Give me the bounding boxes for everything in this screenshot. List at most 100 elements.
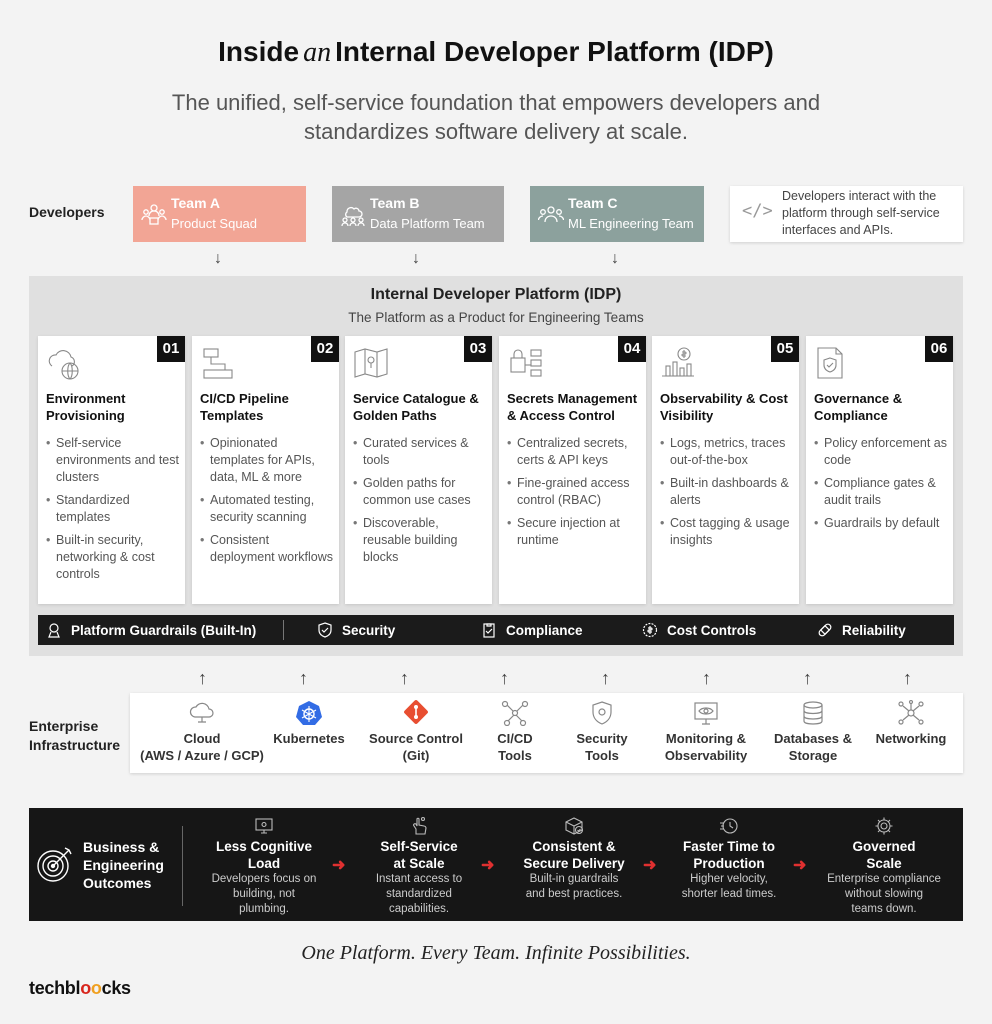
target-icon: [37, 847, 72, 882]
card-bullets: Opinionated templates for APIs, data, ML…: [200, 435, 334, 572]
card-bullet: Consistent deployment workflows: [200, 532, 334, 566]
guardrail-cost-controls: Cost Controls: [642, 622, 756, 638]
team-a-box: Team A Product Squad: [133, 186, 306, 242]
guardrails-label: Platform Guardrails (Built-In): [46, 622, 256, 638]
platform-subtitle: The Platform as a Product for Engineerin…: [348, 310, 644, 325]
card-bullet: Secure injection at runtime: [507, 515, 641, 549]
card-title: CI/CD Pipeline Templates: [200, 391, 289, 423]
outcome-item: Less Cognitive Load Developers focus on …: [194, 816, 334, 917]
infrastructure-panel: [130, 693, 963, 773]
team-b-desc: Data Platform Team: [370, 216, 485, 231]
card-title: Service Catalogue & Golden Paths: [353, 391, 479, 423]
developer-note: </> Developers interact with the platfor…: [730, 186, 963, 242]
capability-card: 04 Secrets Management & Access Control C…: [499, 336, 646, 604]
monitor-icon: [255, 818, 273, 834]
card-title: Environment Provisioning: [46, 391, 126, 423]
pipeline-icon: [203, 348, 233, 379]
team-c-box: Team C ML Engineering Team: [530, 186, 704, 242]
card-bullet: Logs, metrics, traces out-of-the-box: [660, 435, 794, 469]
card-bullets: Logs, metrics, traces out-of-the-box Bui…: [660, 435, 794, 555]
team-b-name: Team B: [370, 195, 420, 211]
guardrail-security: Security: [317, 622, 395, 638]
infra-item-kubernetes: Kubernetes: [264, 700, 354, 747]
card-title: Observability & Cost Visibility: [660, 391, 788, 423]
card-bullet: Cost tagging & usage insights: [660, 515, 794, 549]
developers-label: Developers: [29, 204, 105, 220]
bandage-icon: [818, 623, 832, 637]
card-bullets: Self-service environments and test clust…: [46, 435, 180, 589]
outcomes-band: [29, 808, 963, 921]
cloud-globe-icon: [48, 350, 79, 380]
outcome-item: Self-Service at Scale Instant access to …: [349, 816, 489, 917]
guardrail-icon: [48, 623, 60, 638]
capability-card: 03 Service Catalogue & Golden Paths Cura…: [345, 336, 492, 604]
hand-icon: [413, 816, 427, 835]
team-icon: [141, 204, 167, 225]
card-title: Governance & Compliance: [814, 391, 903, 423]
capability-card: 02 CI/CD Pipeline Templates Opinionated …: [192, 336, 339, 604]
card-bullet: Built-in dashboards & alerts: [660, 475, 794, 509]
card-number: 01: [157, 336, 185, 362]
capability-card: 05 Observability & Cost Visibility Logs,…: [652, 336, 799, 604]
page-subtitle: The unified, self-service foundation tha…: [171, 90, 821, 144]
code-icon: </>: [742, 201, 773, 221]
card-bullets: Curated services & tools Golden paths fo…: [353, 435, 487, 572]
box-check-icon: [565, 817, 584, 835]
arrow-up-icon: ↑: [400, 668, 409, 688]
brand-logo: techbloocks: [29, 978, 131, 998]
infra-item-monitoring: Monitoring & Observability: [656, 700, 756, 764]
clipboard-check-icon: [483, 623, 495, 638]
arrow-up-icon: ↑: [903, 668, 912, 688]
card-bullet: Opinionated templates for APIs, data, ML…: [200, 435, 334, 486]
guardrails-bar: Platform Guardrails (Built-In) Security …: [38, 615, 954, 645]
card-bullet: Golden paths for common use cases: [353, 475, 487, 509]
infrastructure-label: Enterprise Infrastructure: [29, 718, 121, 753]
git-icon: [404, 700, 428, 724]
arrow-down-icon: ↓: [214, 250, 222, 267]
card-title: Secrets Management & Access Control: [507, 391, 638, 423]
team-c-name: Team C: [568, 195, 618, 211]
card-bullet: Curated services & tools: [353, 435, 487, 469]
card-number: 05: [771, 336, 799, 362]
team-b-box: Team B Data Platform Team: [332, 186, 504, 242]
card-bullet: Compliance gates & audit trails: [814, 475, 948, 509]
arrow-down-icon: ↓: [412, 250, 420, 267]
arrow-up-icon: ↑: [198, 668, 207, 688]
card-bullets: Policy enforcement as code Compliance ga…: [814, 435, 948, 538]
cost-gear-icon: [642, 622, 658, 638]
monitor-eye-icon: [694, 702, 718, 725]
card-bullet: Automated testing, security scanning: [200, 492, 334, 526]
infra-item-cicd: CI/CD Tools: [478, 700, 552, 764]
card-bullet: Guardrails by default: [814, 515, 948, 532]
card-bullet: Standardized templates: [46, 492, 180, 526]
arrow-right-icon: ➜: [793, 857, 807, 874]
infra-item-databases: Databases & Storage: [768, 700, 858, 764]
infra-item-cloud: Cloud (AWS / Azure / GCP): [136, 700, 268, 764]
cicd-icon: [501, 700, 529, 726]
network-icon: [898, 700, 924, 725]
guardrail-reliability: Reliability: [817, 622, 906, 638]
card-number: 03: [464, 336, 492, 362]
lock-server-icon: [510, 349, 542, 377]
guardrails-divider: [283, 620, 284, 640]
arrow-down-icon: ↓: [611, 250, 619, 267]
guardrail-compliance: Compliance: [481, 622, 583, 638]
card-bullet: Policy enforcement as code: [814, 435, 948, 469]
arrow-up-icon: ↑: [500, 668, 509, 688]
infra-item-networking: Networking: [866, 700, 956, 747]
card-number: 02: [311, 336, 339, 362]
team-a-desc: Product Squad: [171, 216, 258, 231]
outcome-item: Consistent & Secure Delivery Built-in gu…: [504, 816, 644, 902]
shield-doc-icon: [817, 347, 843, 379]
shield-icon: [318, 622, 332, 638]
team-c-desc: ML Engineering Team: [568, 216, 694, 231]
card-number: 04: [618, 336, 646, 362]
outcome-item: Faster Time to Production Higher velocit…: [659, 816, 799, 902]
arrow-up-icon: ↑: [299, 668, 308, 688]
database-icon: [803, 701, 823, 725]
outcomes-divider: [182, 826, 183, 906]
card-bullets: Centralized secrets, certs & API keys Fi…: [507, 435, 641, 555]
arrow-up-icon: ↑: [803, 668, 812, 688]
clock-icon: [720, 818, 738, 834]
